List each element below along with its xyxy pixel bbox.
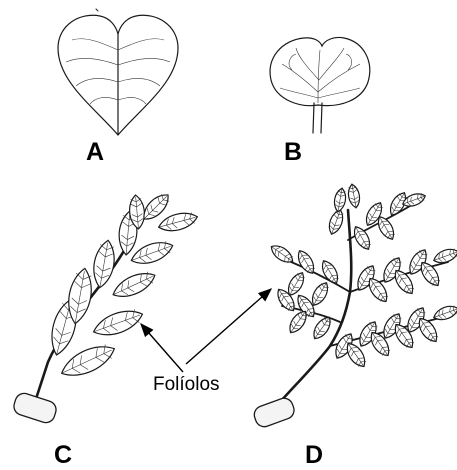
panel-label-c: C [54,441,72,469]
leaflet [326,208,346,236]
panel-label-a: A [86,138,104,166]
leaflets-annotation: Folíolos [153,374,220,395]
leaflet [90,305,146,341]
leaf-a-illustration [58,9,178,135]
leaflet [157,209,200,234]
leaflet [318,258,341,286]
leaflet [90,239,118,290]
leaflet [432,246,457,266]
leaf-d-illustration [252,183,457,429]
panel-label-d: D [305,441,323,469]
leaf-b-illustration [270,37,370,133]
leaflet [347,183,362,208]
leaflet [333,187,348,212]
panel-label-b: B [284,138,302,166]
arrow-to-leaflet-c [141,324,183,372]
leaflet [109,267,158,302]
arrow-to-leaflet-d [186,289,271,364]
